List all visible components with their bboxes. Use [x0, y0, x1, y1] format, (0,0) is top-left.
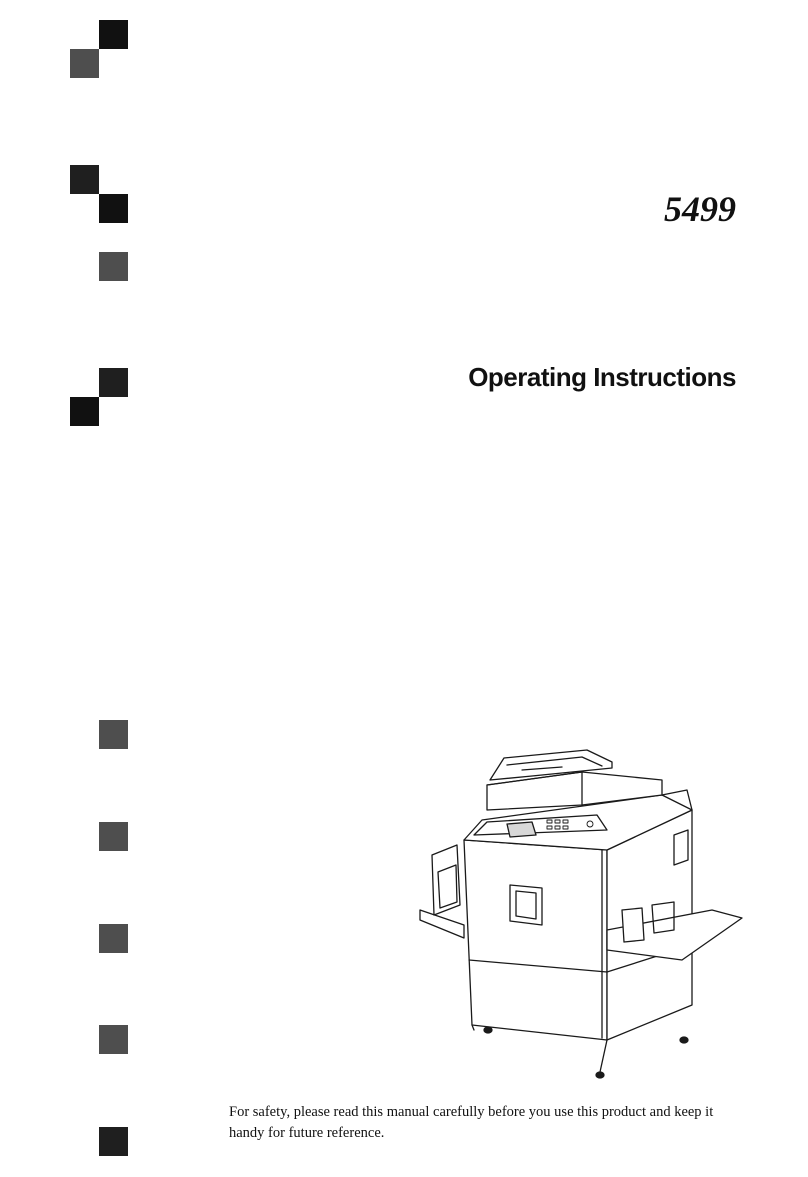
decor-square [99, 368, 128, 397]
decor-square [99, 1127, 128, 1156]
model-number: 5499 [664, 189, 736, 229]
decor-square [70, 165, 99, 194]
decor-square [70, 49, 99, 78]
safety-note: For safety, please read this manual care… [229, 1104, 714, 1141]
decor-square [99, 194, 128, 223]
decor-square [70, 397, 99, 426]
decor-square [99, 20, 128, 49]
decor-square [99, 924, 128, 953]
decor-square [99, 1025, 128, 1054]
document-title: Operating Instructions [468, 362, 736, 392]
decor-square [99, 720, 128, 749]
decor-square [99, 822, 128, 851]
decor-square [99, 252, 128, 281]
digital-duplicator-machine-icon [419, 749, 743, 1079]
